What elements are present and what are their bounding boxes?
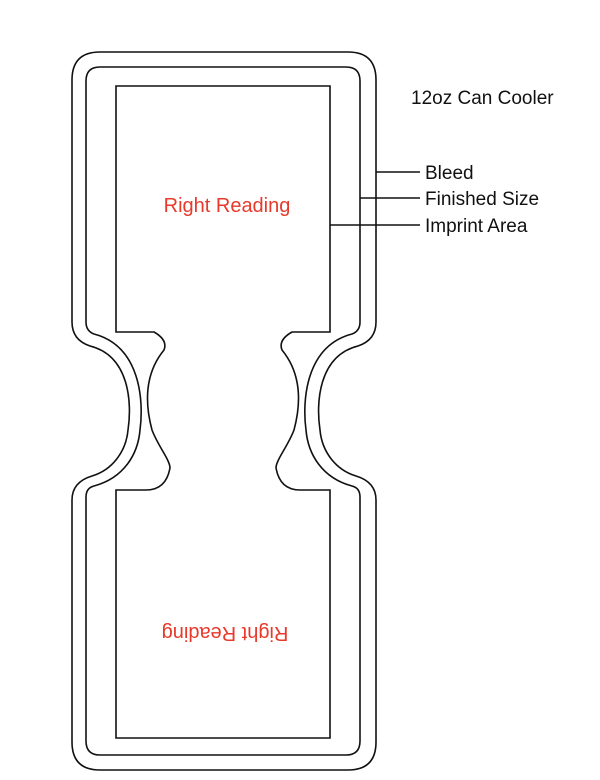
finished-size-label: Finished Size (425, 189, 539, 210)
imprint-area-label: Imprint Area (425, 216, 528, 237)
finished-size-outline (85, 66, 361, 756)
bleed-label: Bleed (425, 163, 474, 184)
bleed-outline (71, 51, 377, 771)
imprint-area-outline (115, 85, 331, 739)
bottom-panel-orientation-text: Right Reading (162, 622, 289, 644)
top-panel-orientation-text: Right Reading (164, 195, 291, 217)
template-title: 12oz Can Cooler (411, 88, 554, 109)
